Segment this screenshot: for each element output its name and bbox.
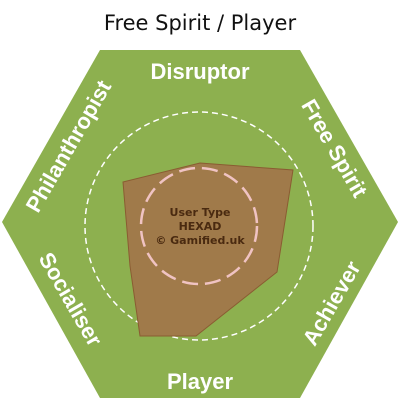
segment-label-disruptor: Disruptor [151,59,250,84]
center-text-copyright: © Gamified.uk [155,234,245,247]
inner-guide-ring [139,166,259,286]
diagram-title: Free Spirit / Player [104,11,297,35]
center-text-user-type: User Type [170,206,231,219]
profile-shape [122,162,294,337]
outer-guide-ring [84,111,314,341]
segment-label-player: Player [167,369,233,394]
center-text-hexad: HEXAD [179,220,222,233]
